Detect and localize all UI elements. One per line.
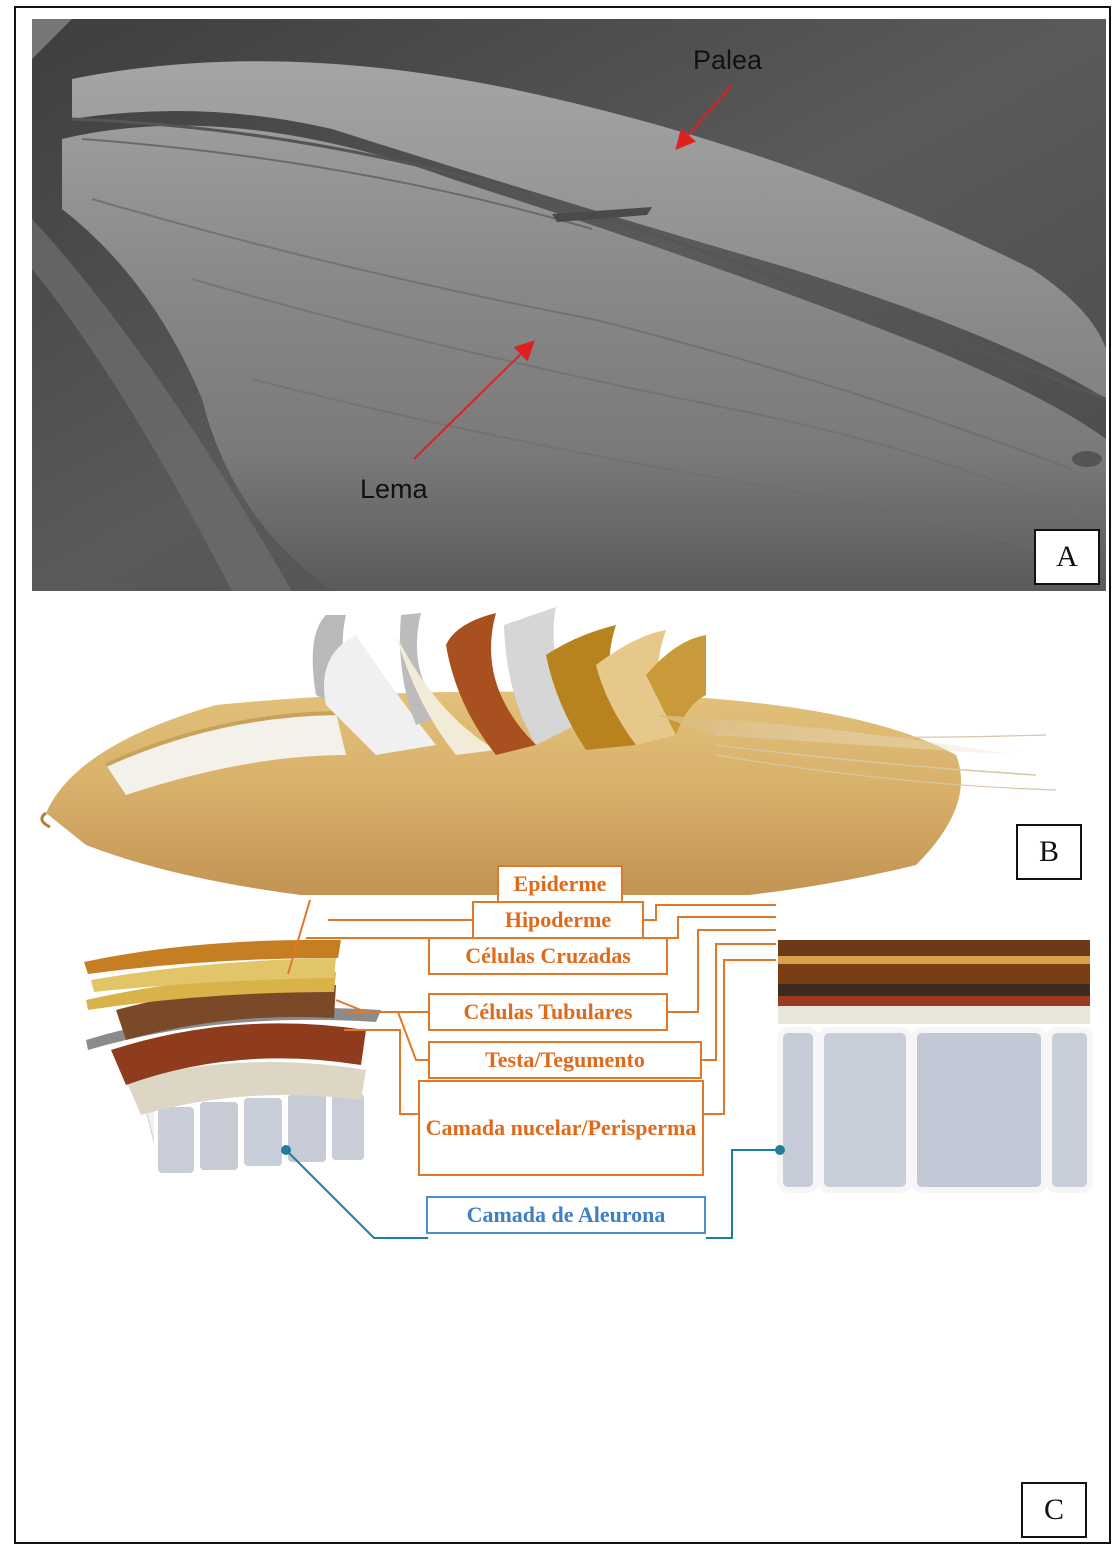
testa-label: Testa/Tegumento [428,1041,702,1079]
aleurona-cell [156,1105,196,1175]
annotation-arrows [32,19,1106,591]
lema-label: Lema [360,474,428,505]
cross-section-illustration [778,940,1090,1190]
aleurona-cell [330,1092,366,1162]
aleurona-cell [242,1096,284,1168]
aleurona-cell [286,1092,328,1164]
panel-a-sem-micrograph: Palea Lema A [32,19,1106,591]
nucelar-leader-right [704,960,776,1114]
aleurona-cell [821,1030,909,1190]
stacked-layers-illustration [84,940,381,1175]
aleurona-leader-right [706,1150,780,1238]
epiderme-label: Epiderme [497,865,623,903]
aleurona-cell [198,1100,240,1172]
aleurona-cell [780,1030,816,1190]
panel-c-layer-diagram: Epiderme Hipoderme Células Cruzadas Célu… [16,900,1108,1540]
testa-leader-right [702,944,776,1060]
celulas-tubulares-leader-right [668,930,776,1012]
aleurona-cell [914,1030,1044,1190]
camada-nucelar-label: Camada nucelar/Perisperma [418,1080,704,1176]
celulas-cruzadas-label: Células Cruzadas [428,937,668,975]
panel-b-letter: B [1016,824,1082,880]
aleurona-label: Camada de Aleurona [426,1196,706,1234]
palea-label: Palea [693,45,762,76]
grain-illustration [16,595,1108,895]
celulas-cruzadas-leader-right [668,917,776,938]
panel-c-letter: C [1021,1482,1087,1538]
panel-a-letter: A [1034,529,1100,585]
hipoderme-label: Hipoderme [472,901,644,939]
palea-arrow [678,85,732,147]
aleurona-cell [1049,1030,1090,1190]
celulas-tubulares-label: Células Tubulares [428,993,668,1031]
lema-arrow [414,343,532,459]
panel-b-grain-illustration: B [16,595,1108,895]
